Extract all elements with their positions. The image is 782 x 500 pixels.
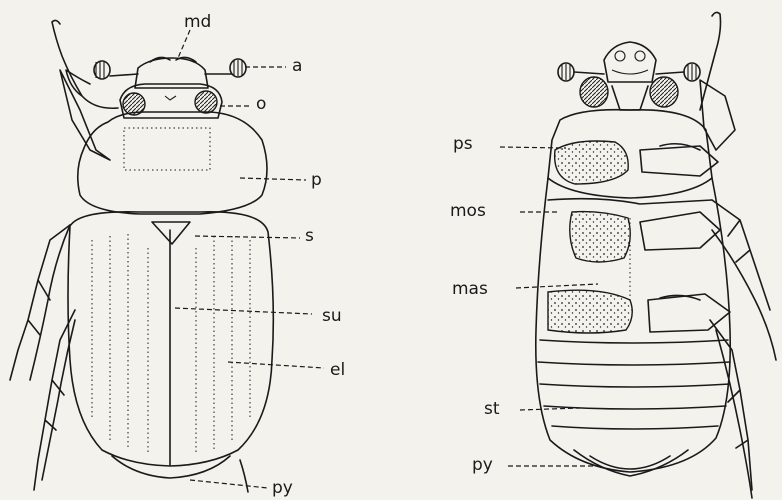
- label-su: su: [322, 308, 342, 325]
- label-mos: mos: [450, 203, 486, 220]
- label-md: md: [184, 14, 211, 31]
- label-s: s: [305, 228, 314, 245]
- label-py-dorsal: py: [272, 480, 293, 497]
- label-a: a: [292, 58, 302, 75]
- label-el: el: [330, 362, 345, 379]
- label-st: st: [484, 401, 500, 418]
- label-o: o: [256, 96, 266, 113]
- dorsal-view: [10, 20, 273, 492]
- label-ps: ps: [453, 136, 473, 153]
- label-p: p: [311, 172, 322, 189]
- ventral-view: [536, 12, 776, 498]
- label-py-ventral: py: [472, 457, 493, 474]
- label-mas: mas: [452, 281, 488, 298]
